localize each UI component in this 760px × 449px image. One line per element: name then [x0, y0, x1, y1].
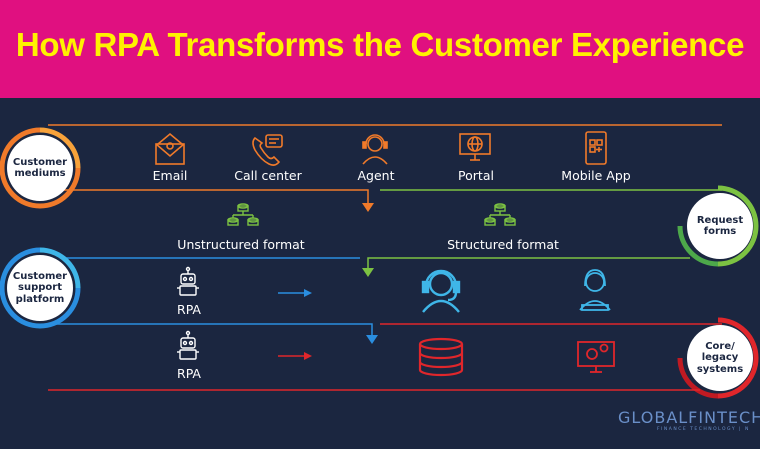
rpa-label: RPA: [177, 302, 201, 317]
green-arrowhead: [362, 268, 374, 277]
mobile-app-icon: [585, 131, 607, 165]
customer-mediums-ring: [0, 127, 81, 209]
brand-logo-text: GLOBALFINTECH: [618, 408, 760, 427]
orange-arrowhead: [362, 203, 374, 212]
orange-mid-line: [55, 189, 369, 206]
rpa-arrow-blue: [278, 289, 312, 297]
database-server-icon: [418, 337, 464, 377]
brand-tagline: FINANCE TECHNOLOGY | N: [657, 427, 750, 432]
medium-label-email: Email: [152, 168, 188, 183]
robot-icon: [177, 266, 199, 296]
globe-monitor-icon: [459, 133, 491, 161]
rpa-arrow-red: [278, 352, 312, 360]
core-legacy-node: Core/ legacy systems: [687, 325, 753, 391]
medium-label-call-center: Call center: [234, 168, 302, 183]
title-banner: How RPA Transforms the Customer Experien…: [0, 0, 760, 98]
support-platform-node: Customer support platform: [7, 255, 73, 321]
monitor-gears-icon: [577, 341, 615, 373]
customer-mediums-label: Customer mediums: [12, 156, 68, 180]
green-mid-line: [367, 257, 690, 271]
structured-format-icon: [484, 203, 516, 226]
diagram-stage: Customer mediums Request forms Customer …: [0, 98, 760, 449]
blue-arrowhead: [366, 335, 378, 344]
medium-label-mobile-app: Mobile App: [561, 168, 631, 183]
structured-format-label: Structured format: [447, 237, 559, 252]
support-platform-ring: [0, 247, 81, 329]
support-agent-icon: [421, 269, 461, 313]
flow-lines: [0, 124, 759, 399]
email-icon: [155, 132, 185, 165]
phone-icon: [252, 134, 283, 166]
unstructured-format-label: Unstructured format: [177, 237, 305, 252]
core-legacy-label: Core/ legacy systems: [696, 340, 744, 375]
blue-mid-line: [55, 323, 373, 338]
support-platform-label: Customer support platform: [12, 270, 68, 305]
unstructured-format-icon: [227, 203, 259, 226]
request-forms-label: Request forms: [696, 214, 744, 238]
robot-icon: [177, 330, 199, 360]
core-legacy-ring: [677, 317, 759, 399]
medium-label-agent: Agent: [357, 168, 395, 183]
rpa-label: RPA: [177, 366, 201, 381]
page-title: How RPA Transforms the Customer Experien…: [15, 26, 745, 63]
medium-label-portal: Portal: [458, 168, 494, 183]
headset-agent-icon: [362, 134, 388, 165]
request-forms-node: Request forms: [687, 193, 753, 259]
female-agent-icon: [579, 269, 611, 311]
customer-mediums-node: Customer mediums: [7, 135, 73, 201]
request-forms-ring: [677, 185, 759, 267]
